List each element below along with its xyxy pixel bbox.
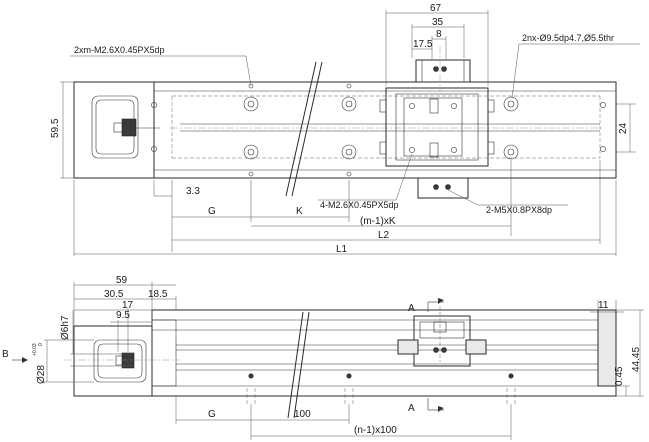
top-rail-body: [153, 81, 617, 179]
dim-K: K: [296, 206, 303, 217]
dim-18-5: 18.5: [148, 289, 168, 300]
side-dims-length: [175, 396, 512, 440]
callout-counterbore: 2nx-Ø9.5dp4.7,Ø5.5thr: [522, 33, 614, 43]
dim-L2: L2: [378, 230, 390, 241]
dim-m1K: (m-1)xK: [360, 216, 396, 227]
top-side-bracket-upper: [415, 59, 471, 83]
dim-3-3: 3.3: [186, 186, 200, 197]
top-coupling: [121, 118, 137, 137]
side-view: A A 59 30.5 18.5 17 9.5 Ø6h7 Ø2: [2, 275, 644, 440]
side-dims-motor: [73, 282, 177, 352]
dim-17-5: 17.5: [413, 39, 433, 50]
top-view: 67 35 8 17.5 59.5 24: [50, 3, 640, 256]
callout-tap-top: 2xm-M2.6X0.45PX5dp: [74, 45, 165, 55]
top-carriage-table: [385, 87, 489, 167]
section-mark-A: [427, 298, 444, 412]
top-dims-length: [73, 160, 617, 256]
dim-59-5: 59.5: [50, 118, 61, 138]
dim-44-45: 44.45: [631, 347, 642, 372]
dim-30-5: 30.5: [104, 289, 124, 300]
tol-plus: +0.03: [32, 343, 38, 356]
dim-17: 17: [122, 300, 134, 311]
dim-67: 67: [430, 3, 442, 14]
side-mounting-holes: [246, 373, 516, 404]
callout-tap-side: 2-M5X0.8PX8dp: [486, 205, 552, 215]
dim-G-side: G: [208, 409, 216, 420]
dim-9-5: 9.5: [116, 310, 130, 321]
side-motor-block: [73, 325, 153, 397]
top-break-lines: [285, 61, 323, 197]
dim-35: 35: [432, 17, 444, 28]
tol-zero: 0: [38, 343, 44, 346]
dim-n1-100: (n-1)x100: [354, 425, 397, 436]
section-A-top: A: [408, 303, 415, 314]
side-rail-body: [151, 309, 617, 397]
top-side-bracket-lower: [417, 177, 469, 199]
dim-G-top: G: [208, 206, 216, 217]
dim-6h7: Ø6h7: [60, 315, 71, 340]
top-counterbore-holes: [243, 96, 519, 160]
dim-0-45: 0.45: [614, 366, 625, 386]
dim-11: 11: [598, 300, 609, 311]
dim-100: 100: [294, 409, 311, 420]
dim-59: 59: [116, 275, 128, 286]
dim-L1: L1: [336, 244, 348, 255]
dim-8: 8: [436, 29, 442, 40]
top-dims-carriage: [385, 10, 489, 86]
side-carriage: [413, 315, 471, 367]
dim-24: 24: [618, 122, 629, 134]
section-A-bottom: A: [408, 403, 415, 414]
callout-tap-table: 4-M2.6X0.45PX5dp: [320, 200, 399, 210]
dim-28: Ø28: [36, 365, 47, 384]
view-arrow-B: B: [2, 349, 9, 360]
